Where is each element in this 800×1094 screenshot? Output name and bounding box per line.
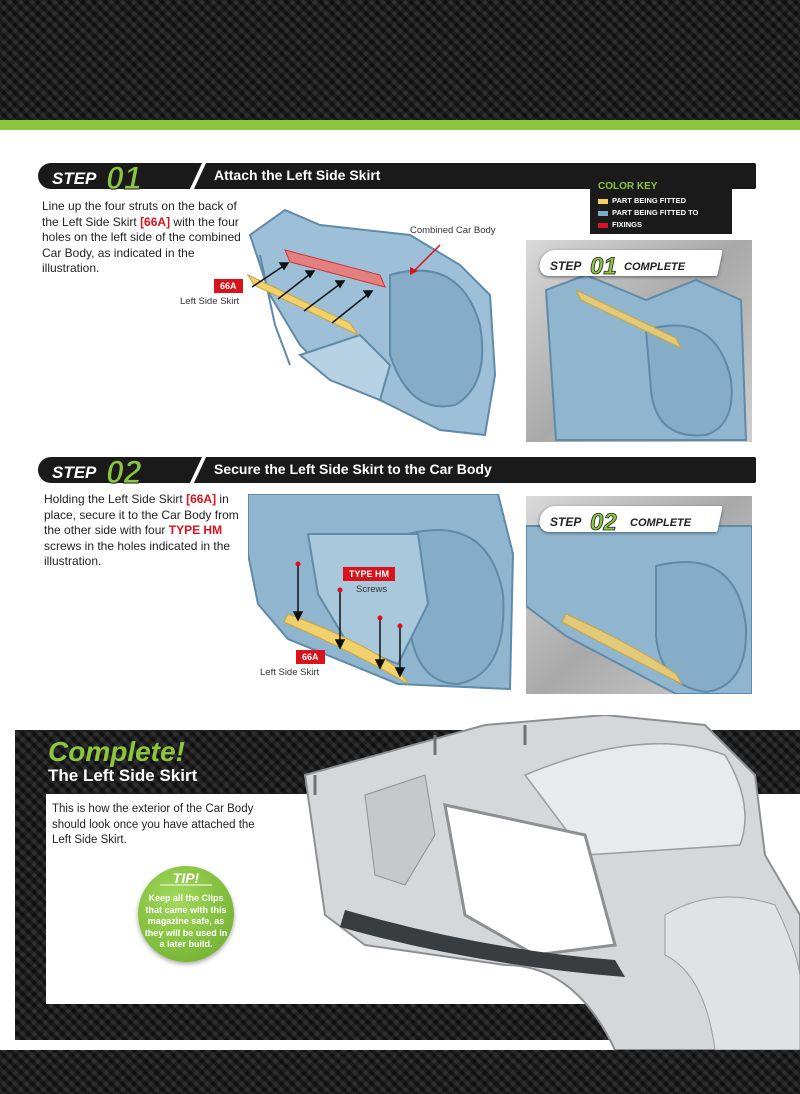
- color-key-item: PART BEING FITTED: [598, 196, 686, 205]
- complete-heading-text: Complete!: [48, 736, 185, 767]
- step2-complete-step: STEP: [550, 515, 582, 529]
- step1-complete-step: STEP: [550, 259, 582, 273]
- tip-text: Keep all the Clips that came with this m…: [144, 893, 228, 949]
- step2-text-a: Holding the Left Side Skirt: [44, 492, 187, 506]
- complete-heading: Complete!: [48, 736, 185, 767]
- step1-complete-label: STEP 01 COMPLETE: [550, 253, 686, 280]
- step2-badge-number: 02: [106, 454, 142, 489]
- color-key-item: FIXINGS: [598, 220, 642, 229]
- step2-complete-number: 02: [590, 509, 617, 536]
- step1-complete-image: [544, 273, 748, 441]
- step2-part-ref: [66A]: [186, 492, 217, 506]
- step1-badge: STEP 01: [52, 160, 142, 196]
- step2-badge: STEP 02: [52, 454, 142, 490]
- color-key-item: PART BEING FITTED TO: [598, 208, 698, 217]
- step1-text-b: with the four holes on the left side of …: [42, 214, 241, 276]
- step1-complete-panel: STEP 01 COMPLETE: [526, 240, 752, 442]
- tip-heading: TIP!: [160, 870, 212, 886]
- footer-carbon-band: [0, 1050, 800, 1094]
- step2-complete-image: [526, 525, 752, 694]
- step2-title: Secure the Left Side Skirt to the Car Bo…: [214, 461, 492, 477]
- step2-screw-tag: TYPE HM: [343, 567, 396, 581]
- step2-screw-ref: TYPE HM: [168, 523, 223, 537]
- step2-label-part: Left Side Skirt: [260, 667, 320, 678]
- complete-description: This is how the exterior of the Car Body…: [52, 803, 255, 846]
- step1-part-tag: 66A: [214, 279, 243, 293]
- step1-title: Attach the Left Side Skirt: [214, 167, 381, 183]
- step2-text-c: screws in the holes indicated in the ill…: [44, 538, 231, 569]
- step1-badge-number: 01: [106, 160, 142, 195]
- step1-part-ref: [66A]: [140, 214, 171, 229]
- tip-bubble: [138, 866, 234, 962]
- step1-illustration: [246, 208, 497, 437]
- complete-subtitle: The Left Side Skirt: [48, 766, 198, 785]
- step2-instructions: Holding the Left Side Skirt [66A] in pla…: [44, 492, 239, 570]
- step1-instructions: Line up the four struts on the back of t…: [42, 199, 242, 277]
- step1-label-part: Left Side Skirt: [180, 296, 240, 307]
- step2-text-b: in place, secure it to the Car Body from…: [44, 492, 239, 537]
- header-accent-line: [0, 120, 800, 130]
- step1-text-a: Line up the four struts on the back of t…: [42, 199, 237, 229]
- step2-label-screw: Screws: [356, 584, 388, 595]
- step2-badge-word: STEP: [52, 463, 97, 482]
- step2-complete-label: STEP 02 COMPLETE: [550, 509, 692, 536]
- step2-complete-word: COMPLETE: [630, 517, 692, 529]
- step1-complete-number: 01: [590, 253, 617, 280]
- step2-header-bar: STEP 02 Secure the Left Side Skirt to th…: [38, 454, 756, 489]
- step2-complete-panel: STEP 02 COMPLETE: [526, 496, 752, 694]
- step1-badge-word: STEP: [52, 169, 97, 188]
- step2-illustration: [248, 494, 515, 691]
- finished-car-body-image: [303, 715, 800, 1050]
- step1-label-car-body: Combined Car Body: [410, 225, 496, 236]
- color-key-title: COLOR KEY: [598, 181, 658, 192]
- color-key: COLOR KEY PART BEING FITTED PART BEING F…: [590, 175, 732, 234]
- header-carbon-band: [0, 0, 800, 120]
- tip-heading-text: TIP!: [173, 870, 200, 886]
- step1-complete-word: COMPLETE: [624, 261, 686, 273]
- step2-part-tag: 66A: [296, 650, 325, 664]
